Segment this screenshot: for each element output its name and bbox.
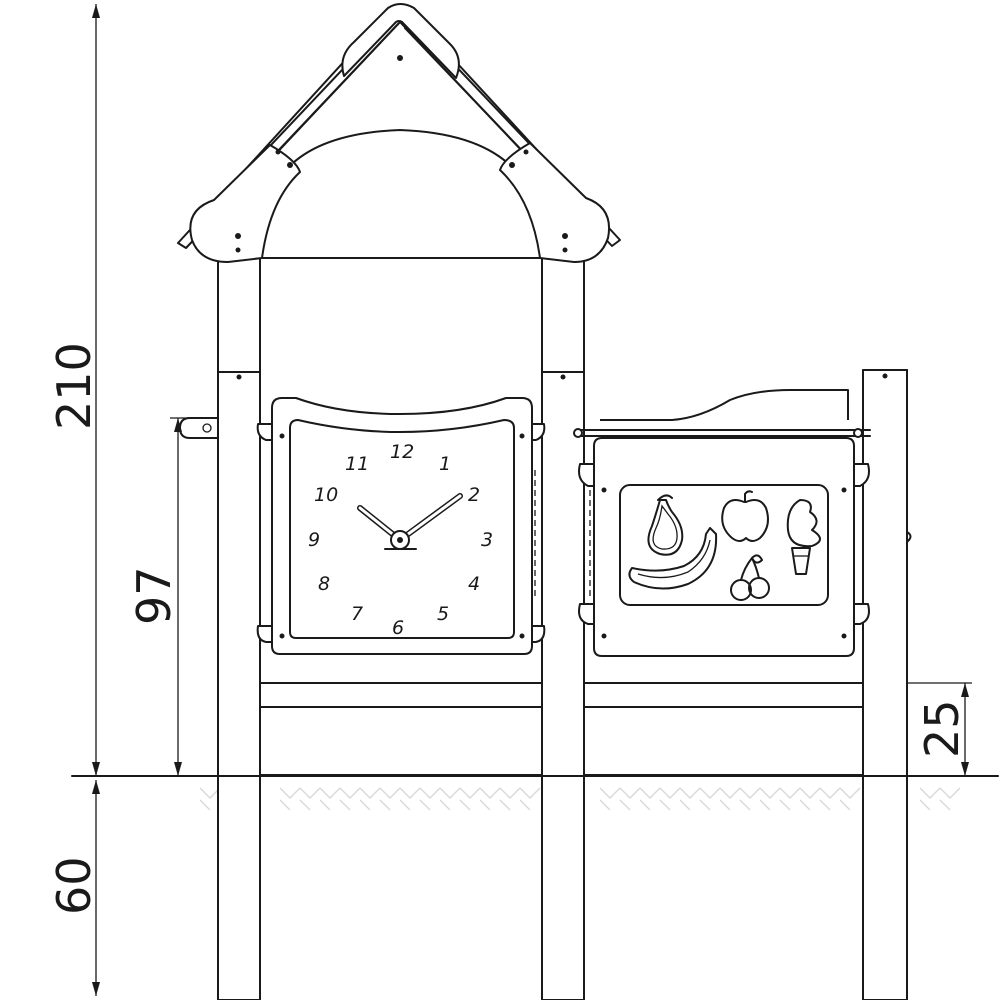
pear-icon <box>647 494 684 556</box>
counter-top <box>573 389 871 438</box>
clock-number: 4 <box>468 573 480 595</box>
clock-number: 10 <box>314 484 338 506</box>
post-left <box>217 249 261 1000</box>
dimension-total-height <box>92 4 100 776</box>
ground-hatch-lines <box>199 787 961 811</box>
clock-number: 11 <box>345 453 369 475</box>
clock-number: 8 <box>318 573 330 595</box>
clock-number: 6 <box>392 617 404 639</box>
post-right <box>862 369 908 1000</box>
clock-number: 9 <box>308 529 320 551</box>
dimension-label-platform-height: 25 <box>915 699 969 758</box>
fruit-panel <box>578 437 870 657</box>
clock-number: 12 <box>390 441 414 463</box>
dimension-foundation <box>92 780 100 996</box>
dimension-platform-height <box>907 682 972 776</box>
roof <box>177 3 621 263</box>
clock-face-numbers: 12 1 2 3 4 5 6 7 8 9 10 11 <box>308 441 493 639</box>
clock-panel <box>256 397 546 655</box>
cherries-icon <box>730 554 770 601</box>
post-middle <box>541 249 585 1000</box>
banana-icon <box>628 527 718 590</box>
ground-hatch <box>199 787 961 811</box>
clock-number: 7 <box>351 603 363 625</box>
dimension-handle-height <box>170 417 218 776</box>
platform-beam <box>259 682 864 776</box>
apple-icon <box>721 490 769 542</box>
ice-cream-icon <box>786 499 821 575</box>
clock-number: 2 <box>468 484 480 506</box>
side-net <box>534 470 591 600</box>
dimension-label-total-height: 210 <box>47 342 101 430</box>
dimension-label-foundation-depth: 60 <box>47 856 101 915</box>
handle-left <box>179 417 219 439</box>
dimension-label-handle-height: 97 <box>127 566 181 625</box>
clock-number: 3 <box>481 529 493 551</box>
clock-number: 5 <box>437 603 449 625</box>
clock-number: 1 <box>439 453 451 475</box>
